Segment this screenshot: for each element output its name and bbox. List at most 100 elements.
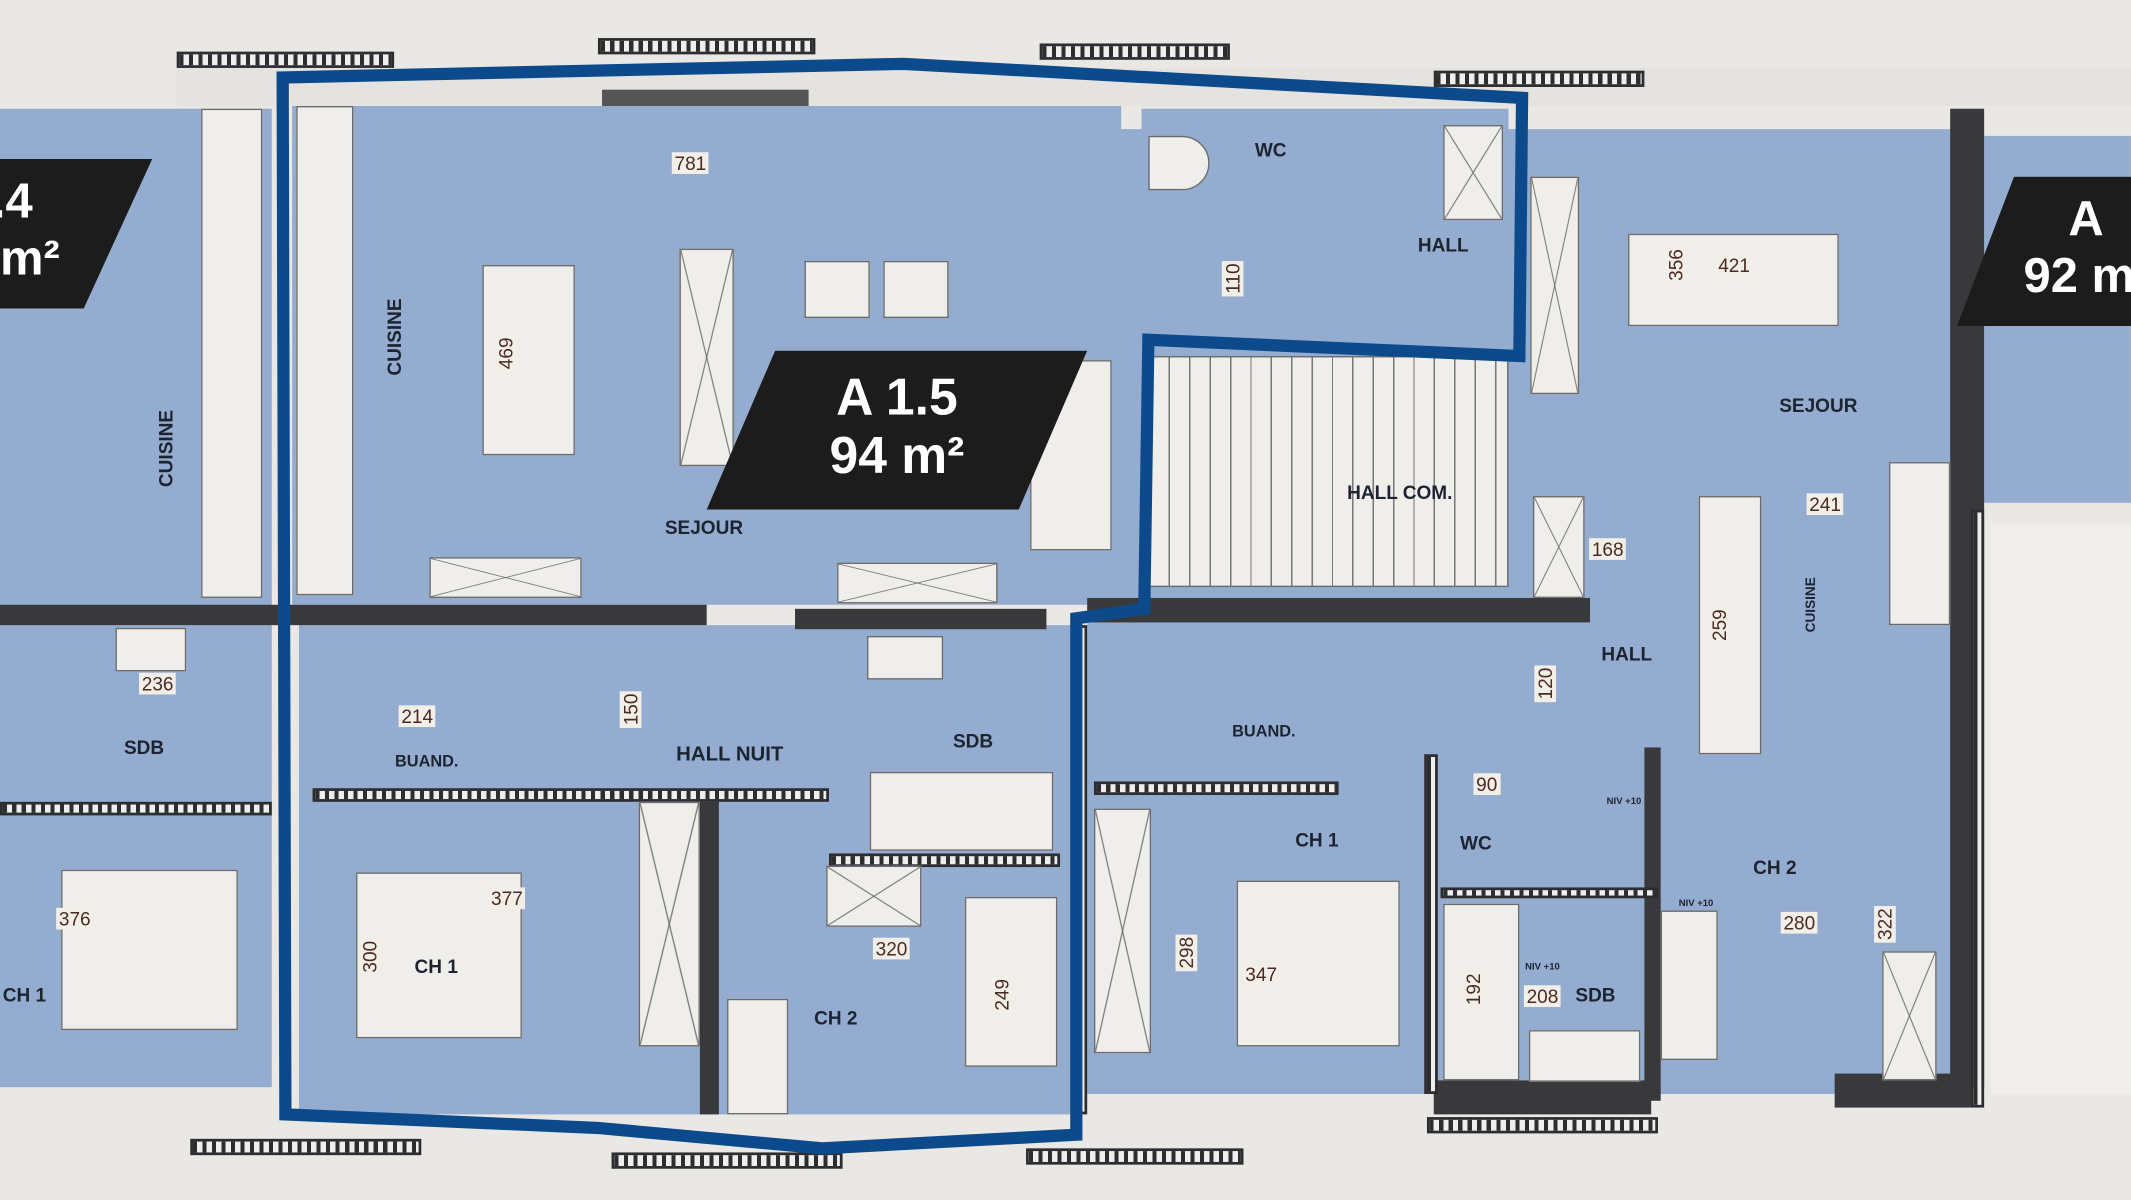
unit-name: .4 [0,172,33,229]
dimension-label: 469 [494,334,517,372]
wall [0,801,272,816]
dimension-label: 241 [1806,493,1844,516]
room-label: SDB [1575,983,1616,1006]
desk [1660,910,1718,1061]
dimension-label: 376 [56,907,94,930]
room-label: CH 1 [414,955,458,978]
sink [867,636,944,680]
desk [727,998,789,1115]
room-label: CUISINE [154,409,177,488]
room-label: CH 2 [814,1007,858,1029]
dimension-label: 280 [1780,911,1818,934]
unit-area: 94 m² [829,428,965,486]
wall [828,853,1061,868]
wall [1424,754,1438,1094]
wall [1026,1148,1244,1165]
wall [0,604,707,626]
wall [1644,747,1661,1101]
room-label: SEJOUR [1779,394,1858,416]
kitchen-counter [1698,496,1762,755]
unit-name: A 1.5 [836,369,958,427]
cabinet [1530,176,1580,395]
room-label: WC [1254,138,1287,161]
wall [190,1138,422,1156]
bed [61,869,238,1031]
cabinet [679,248,734,467]
bed [1236,880,1400,1047]
room-label: SDB [123,736,165,759]
room-label: BUAND. [395,751,459,771]
wall [699,801,719,1115]
wall [795,608,1047,630]
level-label: NIV +10 [1606,797,1642,807]
room-label: CH 2 [1753,856,1797,878]
dimension-label: 236 [139,672,177,695]
dimension-label: 192 [1462,970,1485,1008]
dimension-label: 120 [1534,664,1557,703]
cabinet [837,562,998,604]
kitchen-counter [296,106,354,596]
dimension-label: 377 [488,887,526,910]
unit-area: 92 m [2023,247,2131,304]
room-label: CUISINE [1804,577,1820,633]
toilet [1148,135,1210,191]
unit-area: m² [0,229,60,286]
room-label: CH 1 [1295,828,1339,851]
cabinet [429,557,582,598]
dimension-label: 356 [1664,246,1687,284]
dimension-label: 300 [358,938,381,976]
room-label: HALL [1417,233,1469,256]
wardrobe [1882,951,1937,1081]
armchair [804,260,870,319]
dining-table-right [1628,233,1839,327]
room-label: WC [1460,831,1492,854]
dimension-label: 249 [990,976,1013,1014]
room-label: CUISINE [383,298,405,376]
cabinet [826,865,922,927]
room-label: SDB [952,729,994,752]
unit-a15-boundary [276,57,1529,1155]
room-label: HALL NUIT [676,742,784,766]
dimension-label: 90 [1473,773,1501,796]
dimension-label: 208 [1523,985,1562,1008]
double-sink [1528,1030,1641,1082]
dimension-label: 214 [398,705,436,728]
dimension-label: 322 [1874,905,1896,943]
wall [1426,1117,1658,1134]
dimension-label: 259 [1708,606,1731,644]
dimension-label: 320 [872,937,911,960]
room-label: HALL [1601,642,1653,665]
wall [176,51,395,68]
wall [1093,781,1339,796]
blank-area [1990,523,2131,1094]
dimension-label: 781 [671,152,709,174]
dimension-label: 421 [1715,254,1753,276]
dimension-label: 298 [1175,934,1198,972]
unit-badge-a15: A 1.5 94 m² [706,350,1088,510]
room-label: CH 1 [2,983,47,1006]
wardrobe [638,801,700,1047]
wall [1440,887,1658,899]
room-label: HALL COM. [1347,481,1453,503]
dimension-label: 347 [1242,963,1280,986]
wall [611,1152,843,1169]
dimension-label: 110 [1221,260,1244,297]
wall [1970,509,1985,1108]
wall [1039,43,1230,60]
wall [597,38,816,55]
wall [602,89,809,107]
wall [1433,1080,1652,1115]
bathtub [869,771,1054,851]
level-label: NIV +10 [1678,898,1714,909]
bathtub [1443,903,1520,1081]
room-label: BUAND. [1232,721,1296,741]
wardrobe [1093,808,1152,1054]
level-label: NIV +10 [1525,962,1560,973]
wall [1087,597,1591,623]
hall-com-stairs [1148,356,1509,588]
cabinet [1443,125,1504,221]
unit-name: A [2068,190,2104,246]
armchair [883,260,949,319]
